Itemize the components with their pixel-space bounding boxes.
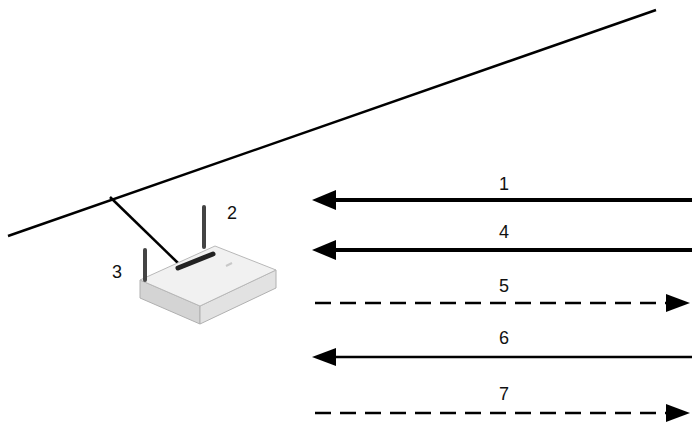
- callout-number: 3: [112, 263, 122, 281]
- callout-number: 5: [499, 277, 509, 295]
- cable-line: [8, 10, 656, 236]
- callout-number: 2: [227, 204, 237, 222]
- router-illustration: [140, 207, 276, 324]
- callout-number: 4: [499, 223, 509, 241]
- signal-arrow: [312, 240, 692, 260]
- callout-number: 1: [499, 175, 509, 193]
- callout-number: 7: [499, 385, 509, 403]
- signal-arrow: [312, 190, 692, 210]
- callout-number: 6: [499, 329, 509, 347]
- signal-arrow: [312, 348, 692, 366]
- dashed-arrow: [315, 404, 690, 422]
- antenna: [202, 207, 206, 247]
- dashed-arrow: [315, 294, 690, 312]
- antenna: [143, 250, 147, 280]
